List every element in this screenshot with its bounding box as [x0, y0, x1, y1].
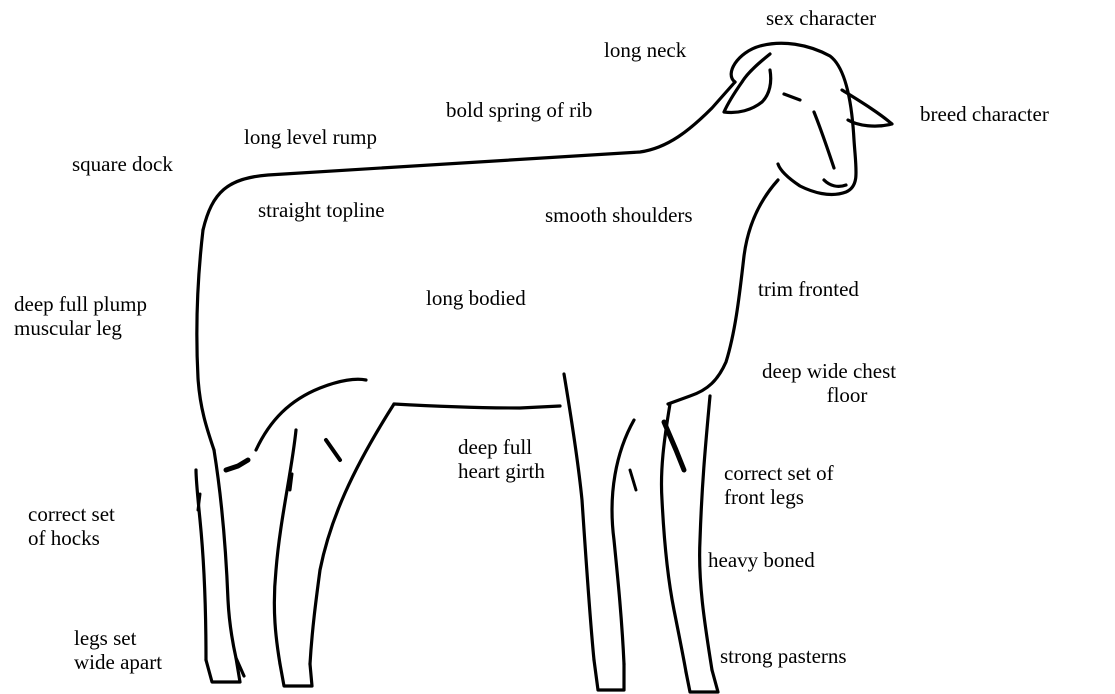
front-leg-1-front	[612, 420, 634, 664]
nose-mark	[814, 112, 834, 168]
front-hoof-1	[594, 660, 624, 690]
head-outline	[731, 43, 856, 194]
label-line: correct set of	[724, 461, 834, 485]
hind-shading-3	[326, 440, 340, 460]
hind-leg-2-inner	[310, 404, 394, 664]
front-shading-2	[630, 470, 636, 490]
front-leg-back	[564, 374, 594, 660]
label-sex-character: sex character	[766, 6, 876, 30]
label-line: heart girth	[458, 459, 545, 483]
label-correct-set-of-front-legs: correct set of front legs	[724, 461, 834, 509]
hind-shading-4	[290, 474, 292, 490]
label-trim-fronted: trim fronted	[758, 277, 859, 301]
label-line: legs set	[74, 626, 162, 650]
label-deep-wide-chest-floor: deep wide chest floor	[762, 359, 932, 407]
label-line: deep wide chest	[762, 359, 932, 383]
hind-hoof-2	[280, 664, 312, 686]
label-legs-set-wide-apart: legs set wide apart	[74, 626, 162, 674]
front-hoof-2	[686, 670, 718, 692]
belly-outline	[394, 404, 560, 408]
label-line: of hocks	[28, 526, 115, 550]
label-strong-pasterns: strong pasterns	[720, 644, 847, 668]
label-long-bodied: long bodied	[426, 286, 526, 310]
hind-leg-inner-1	[196, 470, 206, 660]
hind-hoof-1	[206, 658, 240, 682]
label-line: correct set	[28, 502, 115, 526]
eye-mark	[784, 94, 800, 100]
label-square-dock: square dock	[72, 152, 173, 176]
label-deep-full-plump-muscular-leg: deep full plump muscular leg	[14, 292, 147, 340]
label-bold-spring-of-rib: bold spring of rib	[446, 98, 592, 122]
hind-leg-outer	[214, 450, 244, 676]
hind-leg-2-outer	[274, 430, 296, 664]
near-ear-outline	[724, 54, 771, 113]
rump-outline	[197, 230, 214, 450]
mouth-mark	[824, 180, 846, 186]
label-line: deep full plump	[14, 292, 147, 316]
label-deep-full-heart-girth: deep full heart girth	[458, 435, 545, 483]
label-line: deep full	[458, 435, 545, 459]
label-correct-set-of-hocks: correct set of hocks	[28, 502, 115, 550]
label-line: floor	[762, 383, 932, 407]
label-straight-topline: straight topline	[258, 198, 385, 222]
front-shading-1	[664, 422, 684, 470]
label-breed-character: breed character	[920, 102, 1049, 126]
label-line: front legs	[724, 485, 834, 509]
label-long-level-rump: long level rump	[244, 125, 377, 149]
hock-shading-1	[226, 460, 248, 470]
front-leg-2-front	[700, 396, 712, 670]
hind-leg-2-back	[256, 379, 366, 450]
label-smooth-shoulders: smooth shoulders	[545, 203, 693, 227]
label-long-neck: long neck	[604, 38, 686, 62]
label-line: wide apart	[74, 650, 162, 674]
hock-shading-2	[198, 494, 200, 510]
label-heavy-boned: heavy boned	[708, 548, 815, 572]
label-line: muscular leg	[14, 316, 147, 340]
